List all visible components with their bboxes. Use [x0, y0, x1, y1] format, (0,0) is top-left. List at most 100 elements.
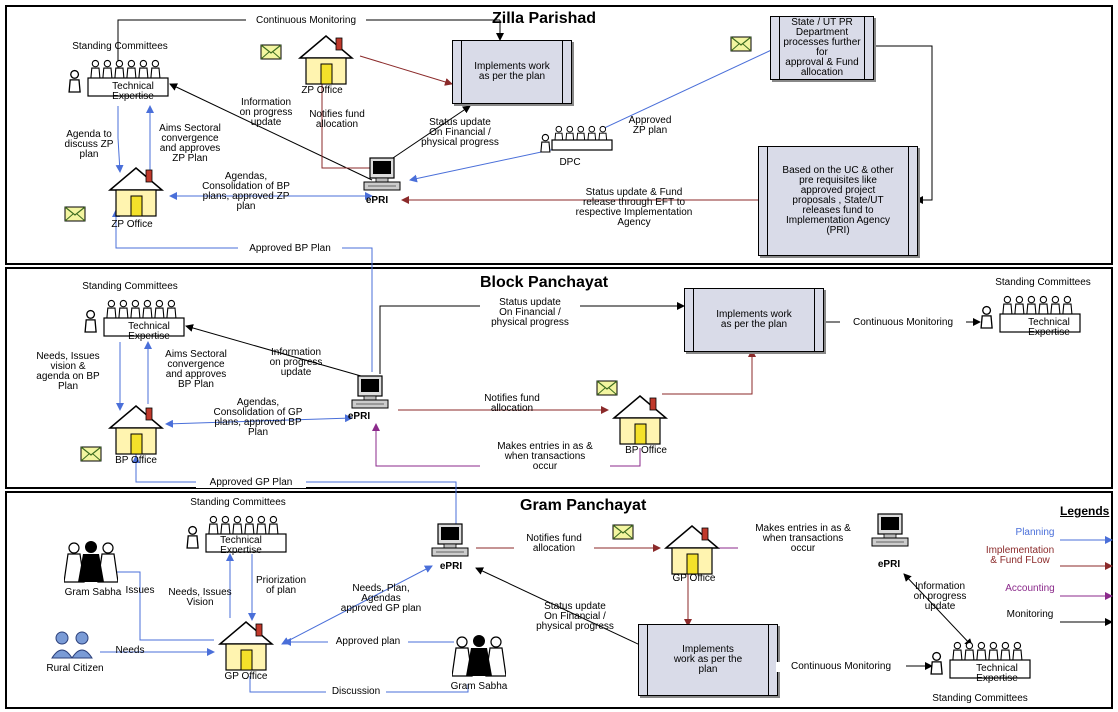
committee-icon — [84, 299, 185, 337]
committee-icon — [930, 641, 1031, 679]
gp-standing-committees-bottom-label: Standing Committees — [932, 693, 1028, 704]
house-icon — [663, 525, 721, 575]
envelope-icon — [80, 446, 102, 462]
envelope-icon — [730, 36, 752, 52]
zp-office-left-label: ZP Office — [111, 219, 153, 230]
gp-implements-work-label: Implements work as per the plan — [647, 625, 769, 695]
zp-notifies-fund-label: Notifies fund allocation — [309, 109, 365, 130]
zp-technical-expertise-label: Technical Expertise — [112, 81, 154, 102]
zp-approved-bp-plan-label: Approved BP Plan — [238, 244, 342, 254]
gp-technical-expertise-bottom-label: Technical Expertise — [976, 663, 1018, 684]
house-icon — [297, 35, 355, 85]
gp-approved-plan-label: Approved plan — [328, 637, 408, 647]
gp-makes-entries-label: Makes entries in as & when transactions … — [738, 524, 868, 554]
house-icon — [217, 621, 275, 671]
bp-technical-expertise-right-label: Technical Expertise — [1028, 317, 1070, 338]
committee-icon — [68, 59, 169, 97]
legend-title: Legends — [1060, 504, 1110, 518]
bp-needs-issues-label: Needs, Issues vision & agenda on BP Plan — [36, 351, 100, 392]
zp-implements-work-label: Implements work as per the plan — [461, 41, 563, 103]
gram-sabha-icon — [452, 635, 506, 677]
legend-accounting-label: Accounting — [1005, 583, 1055, 594]
gram-sabha-icon — [64, 541, 118, 583]
bp-approved-gp-plan-label: Approved GP Plan — [196, 478, 306, 488]
citizens-icon — [51, 631, 93, 659]
bp-status-update-financial-label: Status update On Financial / physical pr… — [480, 298, 580, 328]
computer-icon — [363, 157, 401, 191]
house-icon — [107, 405, 165, 455]
legend-monitoring-label: Monitoring — [1006, 609, 1054, 620]
gp-office-bottom-label: GP Office — [224, 671, 268, 682]
bp-aims-sectoral-label: Aims Sectoral convergence and approves B… — [165, 349, 227, 390]
bp-technical-expertise-left-label: Technical Expertise — [128, 321, 170, 342]
gp-continuous-monitoring-label: Continuous Monitoring — [776, 662, 906, 672]
computer-icon — [871, 513, 909, 547]
gp-status-update-financial-label: Status update On Financial / physical pr… — [536, 601, 614, 632]
zp-standing-committees-label: Standing Committees — [72, 41, 168, 52]
zp-information-progress-label: Information on progress update — [239, 97, 293, 128]
gram-panchayat-title: Gram Panchayat — [520, 497, 647, 514]
gp-implements-work-box: Implements work as per the plan — [638, 624, 778, 696]
gram-section-frame — [5, 491, 1113, 709]
zilla-section-frame — [5, 5, 1113, 265]
zp-approved-zp-plan-label: Approved ZP plan — [628, 115, 672, 136]
zp-continuous-monitoring-label: Continuous Monitoring — [246, 16, 366, 26]
gp-needs-label: Needs — [115, 645, 145, 656]
zp-office-top-label: ZP Office — [301, 85, 343, 96]
zp-agenda-discuss-label: Agenda to discuss ZP plan — [64, 129, 114, 160]
zp-epri-label: ePRI — [365, 195, 389, 206]
house-icon — [611, 395, 669, 445]
computer-icon — [431, 523, 469, 557]
envelope-icon — [64, 206, 86, 222]
bp-notifies-fund-label: Notifies fund allocation — [484, 393, 540, 414]
gp-epri-right-label: ePRI — [877, 559, 901, 570]
zilla-parishad-title: Zilla Parishad — [492, 10, 597, 27]
gp-epri-top-label: ePRI — [439, 561, 463, 572]
zp-status-update-financial-label: Status update On Financial / physical pr… — [421, 117, 499, 148]
gp-gram-sabha-right-label: Gram Sabha — [450, 681, 508, 692]
gp-gram-sabha-left-label: Gram Sabha — [64, 587, 122, 598]
gp-standing-committees-top-label: Standing Committees — [190, 497, 286, 508]
gp-issues-label: Issues — [125, 585, 155, 596]
bp-implements-work-box: Implements work as per the plan — [684, 288, 824, 352]
gp-office-top-label: GP Office — [672, 573, 716, 584]
gp-technical-expertise-top-label: Technical Expertise — [220, 535, 262, 556]
zp-dpc-label: DPC — [559, 157, 581, 168]
legend-planning-label: Planning — [1015, 527, 1055, 538]
bp-office-right-label: BP Office — [625, 445, 667, 456]
zp-agendas-consolidation-label: Agendas, Consolidation of BP plans, appr… — [202, 171, 290, 212]
state-processes-box: State / UT PR Department processes furth… — [770, 16, 874, 80]
gp-priorization-label: Priorization of plan — [255, 575, 307, 596]
zp-status-update-fund-label: Status update & Fund release through EFT… — [575, 187, 693, 228]
based-on-uc-label: Based on the UC & other pre requisites l… — [767, 147, 909, 255]
bp-epri-label: ePRI — [347, 411, 371, 422]
block-panchayat-title: Block Panchayat — [480, 274, 609, 291]
gp-notifies-fund-label: Notifies fund allocation — [514, 534, 594, 554]
gp-rural-citizen-label: Rural Citizen — [46, 663, 104, 674]
bp-standing-committees-left-label: Standing Committees — [82, 281, 178, 292]
legend-implementation-label: Implementation & Fund FLow — [985, 545, 1055, 566]
gp-needs-issues-vision-label: Needs, Issues Vision — [168, 587, 232, 608]
envelope-icon — [596, 380, 618, 396]
gp-needs-plan-agendas-label: Needs, Plan, Agendas approved GP plan — [340, 583, 422, 614]
bp-office-left-label: BP Office — [115, 455, 157, 466]
envelope-icon — [260, 44, 282, 60]
gp-discussion-label: Discussion — [326, 687, 386, 697]
envelope-icon — [612, 524, 634, 540]
computer-icon — [351, 375, 389, 409]
bp-information-progress-label: Information on progress update — [269, 347, 323, 378]
bp-agendas-consolidation-label: Agendas, Consolidation of GP plans, appr… — [213, 397, 303, 438]
house-icon — [107, 167, 165, 217]
dpc-committee-icon — [540, 125, 613, 153]
gp-information-progress-label: Information on progress update — [913, 581, 967, 612]
bp-standing-committees-right-label: Standing Committees — [995, 277, 1091, 288]
block-section-frame — [5, 267, 1113, 489]
zp-implements-work-box: Implements work as per the plan — [452, 40, 572, 104]
based-on-uc-box: Based on the UC & other pre requisites l… — [758, 146, 918, 256]
bp-makes-entries-label: Makes entries in as & when transactions … — [480, 442, 610, 472]
state-processes-label: State / UT PR Department processes furth… — [779, 17, 865, 79]
committee-icon — [186, 515, 287, 553]
zp-aims-sectoral-label: Aims Sectoral convergence and approves Z… — [159, 123, 221, 164]
bp-continuous-monitoring-label: Continuous Monitoring — [840, 318, 966, 328]
